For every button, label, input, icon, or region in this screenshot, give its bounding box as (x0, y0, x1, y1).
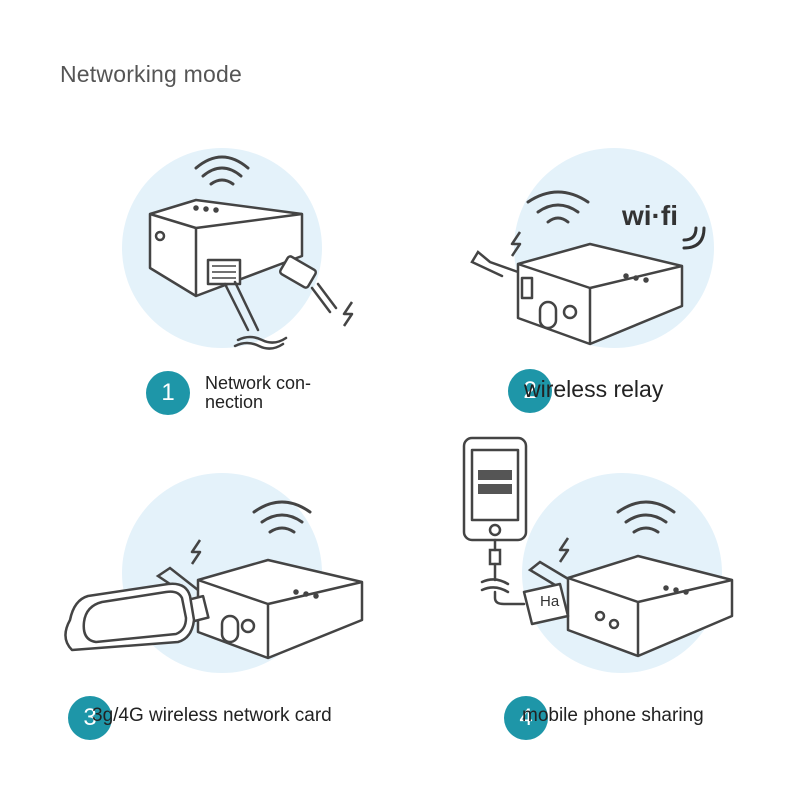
wifi-logo: wi·fi (621, 200, 706, 250)
mode-panel-phone-sharing: Ha 4 mobile phone sharing (400, 420, 800, 800)
router-usb-modem-illustration (64, 473, 364, 673)
ethernet-cable-icon (223, 255, 338, 350)
mode-label: mobile phone sharing (522, 705, 704, 726)
phone-adapter-label: Ha (540, 593, 560, 610)
phone-adapter-icon (522, 582, 570, 626)
wifi-signal-icon (194, 155, 250, 186)
mode-number-badge: 3 (68, 696, 112, 740)
mode-number-badge: 2 (508, 369, 552, 413)
mode-panel-wireless-relay: wi·fi 2 wireless relay (400, 0, 800, 420)
wifi-signal-icon (616, 500, 676, 534)
router-icon (516, 242, 684, 346)
wifi-signal-icon (252, 500, 312, 534)
router-icon (196, 558, 364, 660)
lightning-icon (190, 539, 202, 565)
router-icon (566, 554, 734, 658)
page-title: Networking mode (60, 61, 242, 87)
mode-panel-network-connection: 1 Network con- nection (0, 0, 400, 420)
router-wired-illustration (122, 148, 354, 350)
antenna-cable-icon (470, 250, 520, 278)
wifi-signal-icon (526, 190, 590, 224)
mode-label: wireless relay (524, 376, 664, 402)
mode-number-badge: 4 (504, 696, 548, 740)
lightning-icon (558, 537, 570, 563)
lightning-icon (510, 231, 522, 257)
usb-modem-icon (64, 582, 210, 652)
wifi-logo-text: wi·fi (621, 200, 678, 231)
mode-panel-usb-modem: 3 3g/4G wireless network card (0, 420, 400, 800)
router-wireless-illustration: wi·fi (470, 148, 714, 348)
router-icon (148, 198, 304, 298)
router-phone-illustration (462, 436, 734, 673)
antenna-cable-icon (527, 560, 572, 590)
phone-cable-icon (480, 538, 526, 606)
mode-number-badge: 1 (146, 371, 190, 415)
smartphone-icon (462, 436, 528, 542)
mode-label: Network con- nection (205, 373, 312, 412)
lightning-icon (342, 301, 354, 327)
mode-label: 3g/4G wireless network card (92, 705, 332, 726)
